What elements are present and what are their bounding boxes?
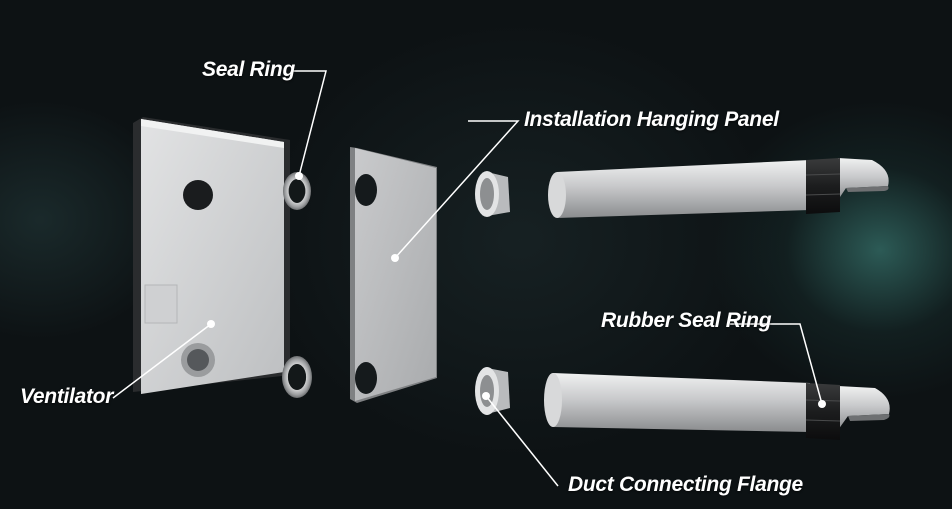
label-seal-ring: Seal Ring <box>202 58 295 81</box>
leader-lines <box>112 70 823 487</box>
dot-duct-flange <box>482 392 490 400</box>
panel-hole-bottom <box>355 362 377 394</box>
label-ventilator: Ventilator <box>20 385 114 408</box>
leader-dots <box>207 172 826 408</box>
dot-rubber-seal <box>818 400 826 408</box>
label-duct-connecting-flange: Duct Connecting Flange <box>568 473 803 496</box>
seal-ring-top <box>283 172 311 210</box>
duct-pipe-top <box>548 158 889 218</box>
installation-hanging-panel <box>350 147 437 403</box>
leader-hanging-panel <box>394 120 520 259</box>
duct-flange-top <box>475 171 510 217</box>
leader-rubber-seal <box>730 323 823 405</box>
dot-ventilator <box>207 320 215 328</box>
leader-seal-ring <box>292 70 327 177</box>
duct-flange-bottom <box>475 367 510 415</box>
dot-hanging-panel <box>391 254 399 262</box>
duct-pipe-bottom <box>544 373 890 440</box>
rubber-seal-ring-bottom <box>806 383 840 440</box>
seal-ring-bottom <box>282 356 312 398</box>
panel-hole-top <box>355 174 377 206</box>
dot-seal-ring <box>295 172 303 180</box>
ventilator-duct-hole <box>183 180 213 210</box>
label-installation-hanging-panel: Installation Hanging Panel <box>524 108 779 131</box>
leader-duct-flange <box>485 395 559 487</box>
label-rubber-seal-ring: Rubber Seal Ring <box>601 309 772 332</box>
rubber-seal-ring-top <box>806 158 840 214</box>
leader-ventilator <box>112 323 212 399</box>
ventilator-box <box>133 117 290 394</box>
